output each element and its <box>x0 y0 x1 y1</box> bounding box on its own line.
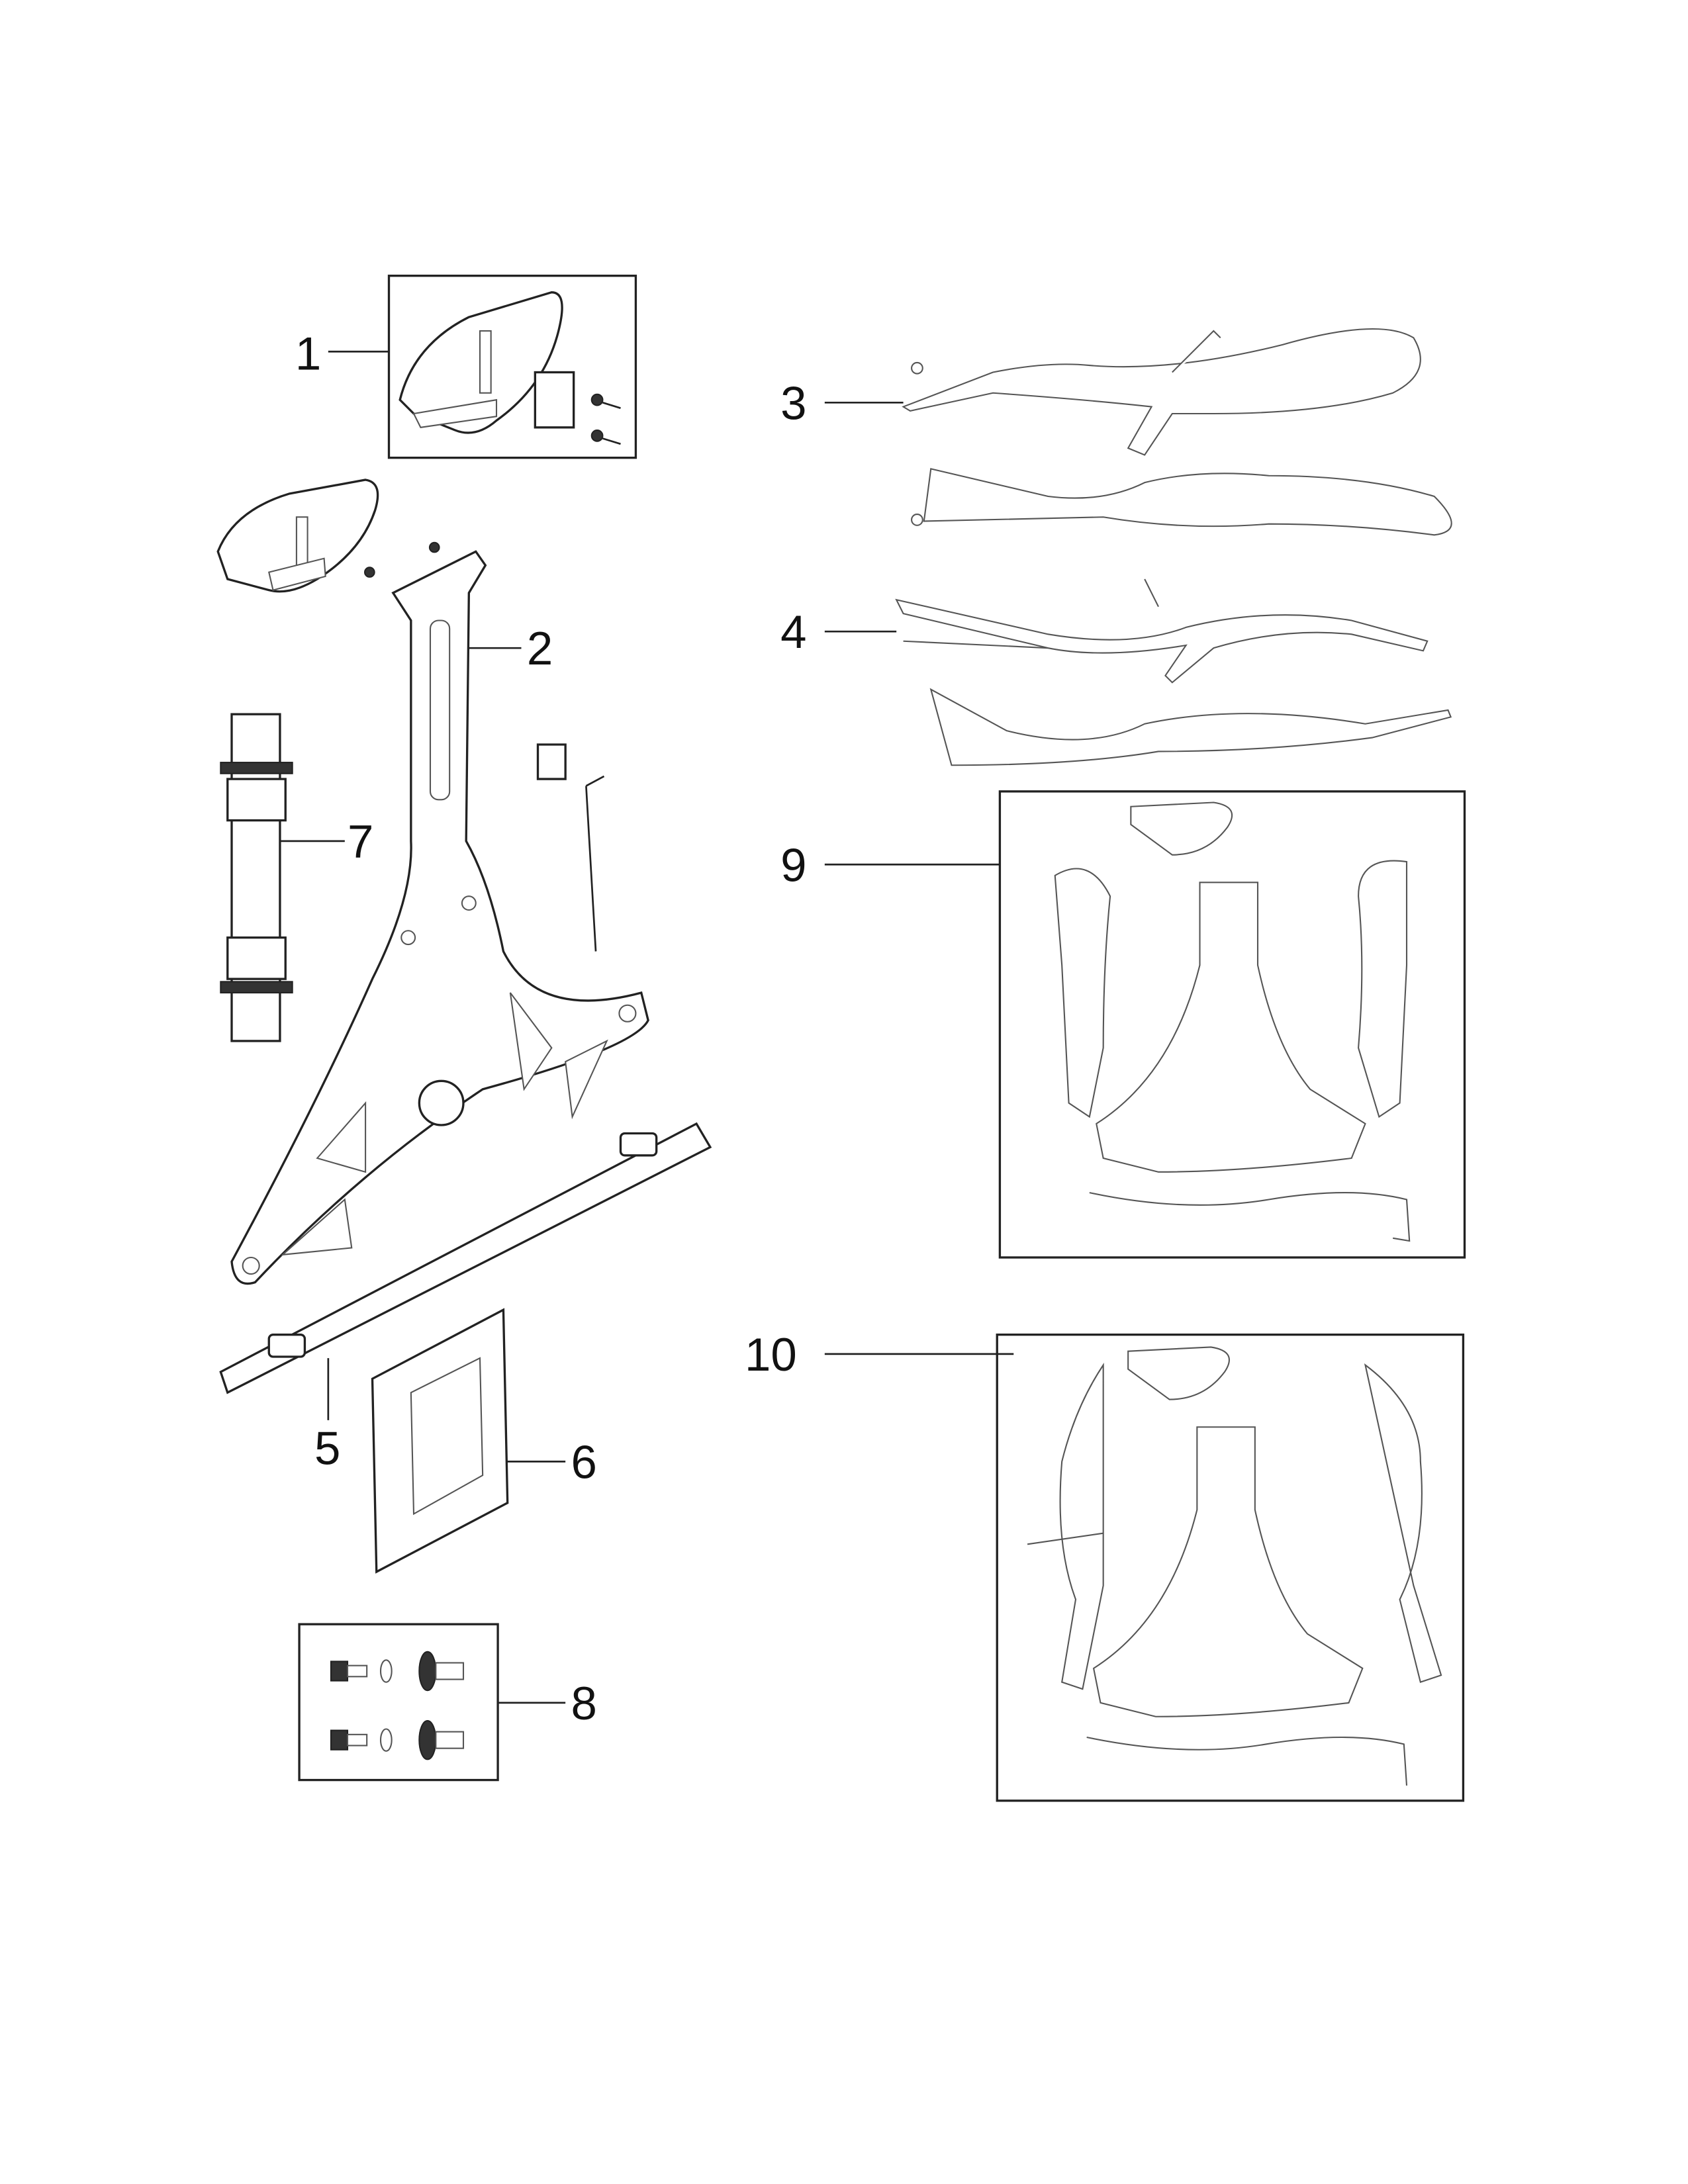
callout-6: 6 <box>571 1436 597 1488</box>
part-7-buckle-strap: 7 <box>220 713 373 1042</box>
part-5-waist-strap: 5 <box>219 1122 712 1475</box>
part-10-complete-assembly: 10 <box>745 1329 1465 1802</box>
callout-9: 9 <box>780 839 806 891</box>
part-6-pad: 6 <box>371 1308 597 1574</box>
callout-8: 8 <box>571 1678 597 1730</box>
callout-1: 1 <box>295 328 321 380</box>
callout-5: 5 <box>314 1423 340 1475</box>
callout-3: 3 <box>780 377 806 430</box>
callout-10: 10 <box>745 1329 797 1381</box>
part-4-shoulder-straps: 4 <box>780 578 1452 766</box>
part-8-hardware-kit: 8 <box>298 1623 597 1782</box>
callout-4: 4 <box>780 606 806 659</box>
callout-2: 2 <box>527 623 553 675</box>
part-3-shoulder-straps: 3 <box>780 328 1452 536</box>
part-9-complete-assembly: 9 <box>780 790 1466 1259</box>
callout-7: 7 <box>348 816 373 868</box>
part-2-backplate-frame: 2 <box>216 478 649 1285</box>
part-1-hip-pad-kit: 1 <box>295 275 637 459</box>
